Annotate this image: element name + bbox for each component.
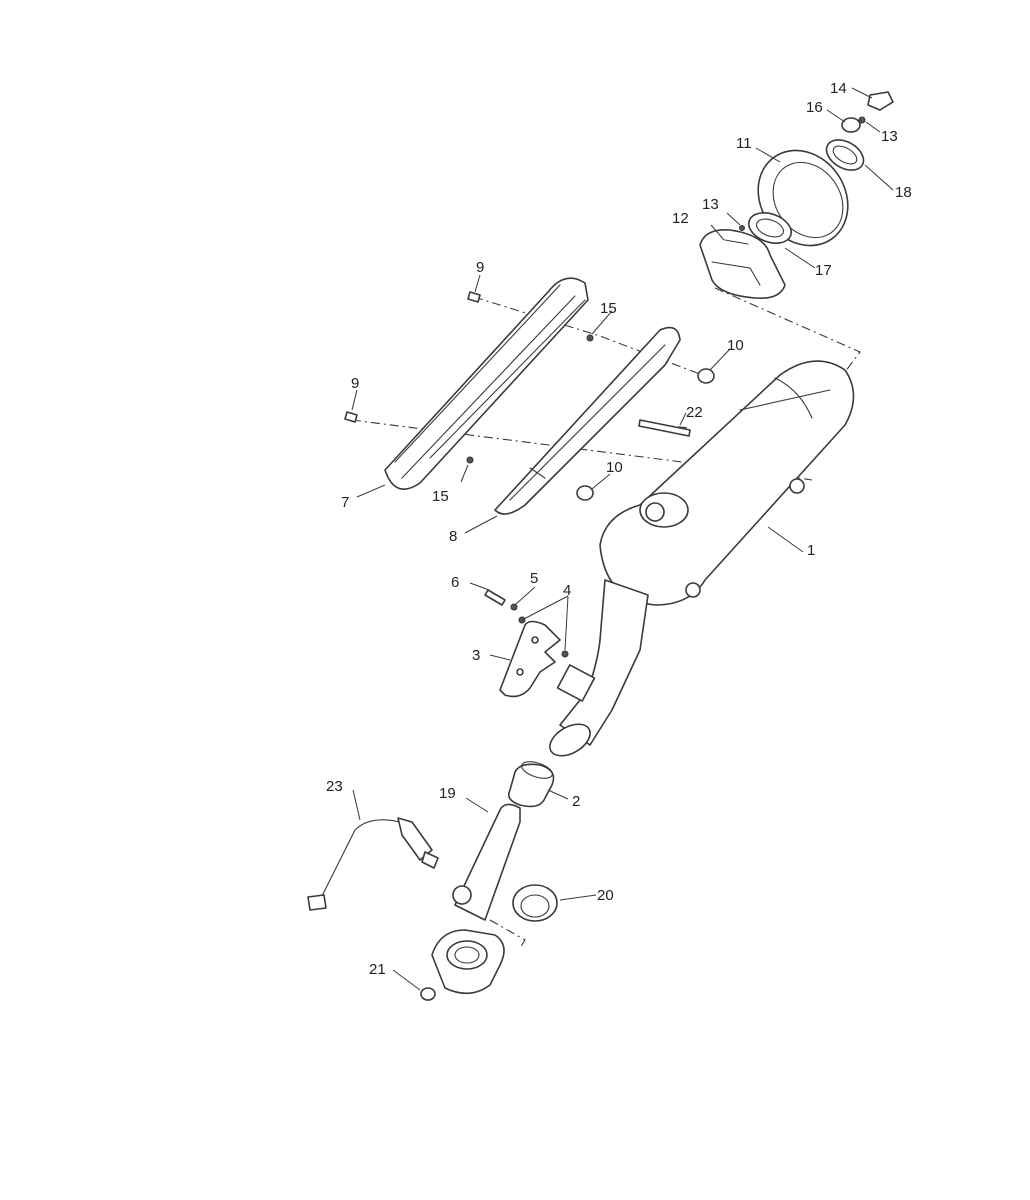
callout-13-lower: 13 [702, 196, 719, 213]
callout-16: 16 [806, 99, 823, 116]
o2-sensor [307, 817, 439, 911]
bracket-washer [510, 603, 518, 611]
callout-23: 23 [326, 778, 343, 795]
grommet-15-lower [466, 456, 474, 464]
muffler-inlet-neck [549, 579, 649, 757]
collar-16 [841, 117, 861, 133]
callout-21: 21 [369, 961, 386, 978]
end-baffle [699, 228, 786, 300]
callout-9-lower: 9 [351, 375, 359, 392]
washer-13-upper [858, 116, 866, 124]
callout-9-upper: 9 [476, 259, 484, 276]
callout-7: 7 [341, 494, 349, 511]
grommet-15-upper [586, 334, 594, 342]
bolt-14 [867, 91, 894, 111]
callout-3: 3 [472, 647, 480, 664]
callout-5: 5 [530, 570, 538, 587]
washer-13-lower [739, 225, 745, 231]
callout-4: 4 [563, 582, 571, 599]
callout-12: 12 [672, 210, 689, 227]
callout-10-upper: 10 [727, 337, 744, 354]
callout-15-upper: 15 [600, 300, 617, 317]
callout-1: 1 [807, 542, 815, 559]
screw-9-lower [344, 411, 358, 423]
outer-heat-shield [384, 277, 589, 490]
callout-19: 19 [439, 785, 456, 802]
callout-6: 6 [451, 574, 459, 591]
callout-14: 14 [830, 80, 847, 97]
bracket-bolt [484, 589, 506, 606]
callouts: 1 2 3 4 5 6 7 8 9 9 10 10 11 12 13 13 14… [326, 80, 912, 978]
callout-11: 11 [736, 135, 752, 152]
callout-22: 22 [686, 404, 703, 421]
callout-17: 17 [815, 262, 832, 279]
leader-lines [351, 87, 894, 991]
bracket-nut-b [561, 650, 569, 658]
callout-8: 8 [449, 528, 457, 545]
nut-21 [420, 987, 436, 1001]
exhaust-pipe [431, 803, 521, 995]
bolt-22 [638, 419, 691, 437]
pipe-gasket [512, 884, 558, 922]
nut-10-lower [576, 485, 594, 501]
gasket-ring-18 [825, 139, 865, 171]
callout-13-upper: 13 [881, 128, 898, 145]
gasket-sleeve [507, 761, 555, 808]
callout-18: 18 [895, 184, 912, 201]
inner-heat-shield-plate [494, 326, 681, 515]
callout-20: 20 [597, 887, 614, 904]
nut-10-upper [697, 368, 715, 384]
callout-10-lower: 10 [606, 459, 623, 476]
mount-bracket [499, 620, 561, 698]
screw-9-upper [467, 291, 481, 303]
callout-15-lower: 15 [432, 488, 449, 505]
gasket-ring-17 [747, 212, 793, 244]
muffler-body [599, 360, 855, 606]
callout-2: 2 [572, 793, 580, 810]
